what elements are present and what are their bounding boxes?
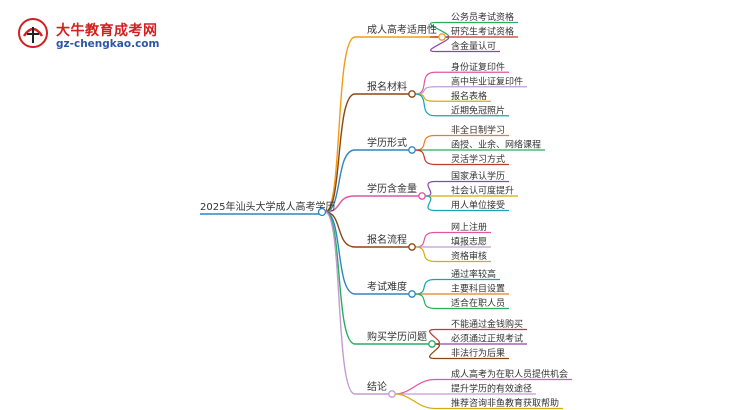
leaf-connector [414, 293, 436, 310]
leaf-label: 高中毕业证复印件 [451, 75, 523, 87]
leaf-label: 主要科目设置 [451, 283, 505, 295]
branch-connector [324, 93, 356, 213]
leaf-connector [428, 343, 440, 360]
branch-connector [324, 195, 356, 213]
leaf-label: 灵活学习方式 [451, 153, 505, 165]
leaf-label: 填报志愿 [451, 236, 487, 248]
branch-node-dot[interactable] [388, 390, 396, 398]
leaf-connector [424, 195, 436, 212]
leaf-label: 推荐咨询非鱼教育获取帮助 [451, 397, 559, 409]
leaf-label: 国家承认学历 [451, 170, 505, 182]
leaf-label: 成人高考为在职人员提供机会 [451, 368, 568, 380]
leaf-connector [414, 231, 436, 248]
leaf-connector [394, 378, 436, 395]
branch-label: 学历含金量 [367, 182, 417, 195]
branch-label: 结论 [367, 380, 387, 393]
leaf-connector [414, 149, 436, 166]
root-node-dot[interactable] [317, 207, 327, 217]
logo-badge-icon [18, 18, 48, 48]
mindmap-nodes: 2025年汕头大学成人高考学历 成人高考适用性 公务员考试资格研究生考试资格含金量认… [200, 11, 568, 409]
branch-node-dot[interactable] [408, 290, 416, 298]
leaf-label: 必须通过正规考试 [451, 333, 523, 345]
leaf-connector [414, 86, 436, 95]
leaf-label: 身份证复印件 [451, 61, 505, 73]
leaf-connector [430, 36, 449, 53]
branch-node-dot[interactable] [438, 33, 446, 41]
leaf-label: 网上注册 [451, 221, 487, 233]
leaf-connector [424, 180, 436, 197]
leaf-label: 资格审核 [451, 250, 487, 262]
leaf-label: 用人单位接受 [451, 199, 505, 211]
branch-connector [324, 36, 356, 213]
branch-label: 成人高考适用性 [367, 23, 437, 36]
branch-node-dot[interactable] [408, 243, 416, 251]
logo-url: gz-chengkao.com [56, 38, 160, 50]
leaf-connector [414, 93, 436, 117]
leaf-label: 报名表格 [451, 90, 487, 102]
leaf-connector [414, 278, 436, 295]
leaf-label: 通过率较高 [451, 268, 496, 280]
leaf-label: 社会认可度提升 [451, 185, 514, 197]
leaf-connector [414, 93, 436, 102]
site-logo[interactable]: 大牛教育成考网 gz-chengkao.com [18, 18, 160, 54]
branch-label: 报名材料 [367, 80, 407, 93]
branch-connector [324, 149, 356, 213]
leaf-label: 近期免冠照片 [451, 104, 505, 116]
branch-label: 购买学历问题 [367, 330, 427, 343]
branch-node-dot[interactable] [408, 90, 416, 98]
leaf-connector [414, 134, 436, 151]
leaf-label: 研究生考试资格 [451, 26, 514, 38]
root-node-label: 2025年汕头大学成人高考学历 [200, 200, 335, 213]
leaf-label: 公务员考试资格 [451, 11, 514, 23]
leaf-label: 适合在职人员 [451, 297, 505, 309]
mindmap-links [200, 21, 572, 410]
leaf-connector [394, 393, 436, 410]
leaf-label: 提升学历的有效途径 [451, 383, 532, 395]
branch-node-dot[interactable] [418, 192, 426, 200]
leaf-connector [414, 71, 436, 95]
branch-connector [324, 211, 356, 295]
leaf-connector [414, 246, 436, 263]
leaf-label: 非法行为后果 [451, 347, 505, 359]
branch-label: 报名流程 [367, 233, 407, 246]
leaf-label: 含金量认可 [451, 40, 496, 52]
leaf-label: 非全日制学习 [451, 124, 505, 136]
branch-node-dot[interactable] [428, 340, 436, 348]
leaf-label: 函授、业余、网络课程 [451, 139, 541, 151]
logo-title: 大牛教育成考网 [56, 23, 158, 39]
leaf-label: 不能通过金钱购买 [451, 318, 523, 330]
branch-node-dot[interactable] [408, 146, 416, 154]
branch-connector [324, 211, 356, 395]
branch-label: 考试难度 [367, 280, 407, 293]
branch-label: 学历形式 [367, 136, 407, 149]
